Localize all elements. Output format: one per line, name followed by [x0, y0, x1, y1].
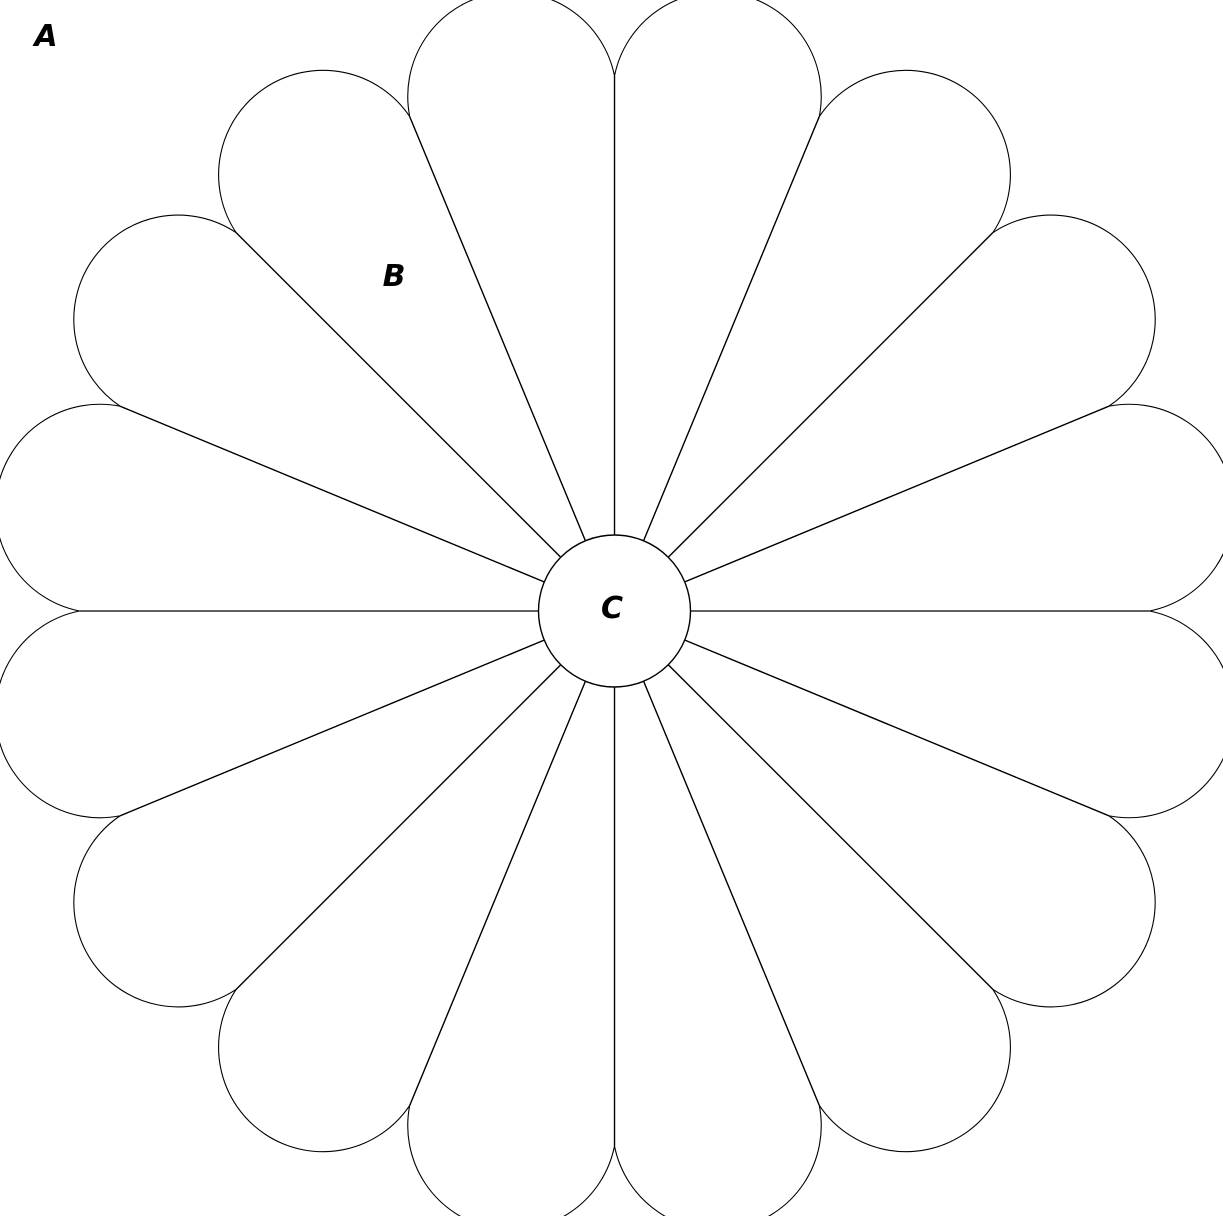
ray-line	[409, 680, 587, 1106]
petal	[613, 0, 822, 612]
petal	[613, 214, 1156, 612]
petal	[0, 610, 616, 819]
center-circle	[537, 534, 692, 688]
petal	[613, 610, 1011, 1153]
ray-line	[119, 639, 545, 817]
label-a: A	[34, 19, 58, 54]
ray-line	[235, 232, 562, 558]
petal	[73, 214, 616, 612]
ray-line	[119, 405, 545, 583]
petal	[613, 610, 1223, 819]
petal	[613, 610, 1156, 1008]
petal	[218, 69, 616, 612]
petal	[0, 403, 616, 612]
ray-line	[642, 680, 820, 1106]
petal	[407, 0, 616, 612]
petal	[613, 69, 1011, 612]
petal	[613, 403, 1223, 612]
ray-line	[684, 405, 1110, 583]
label-b: B	[382, 259, 406, 294]
ray-line	[667, 664, 994, 990]
ray-line	[667, 232, 994, 558]
petal	[73, 610, 616, 1008]
petal	[613, 610, 822, 1216]
petal	[218, 610, 616, 1153]
ray-line	[684, 639, 1110, 817]
ray-group	[79, 76, 1150, 1146]
ray-line	[409, 116, 587, 542]
ray-line	[235, 664, 562, 990]
petal	[407, 610, 616, 1216]
label-c: C	[600, 591, 624, 626]
ray-line	[642, 116, 820, 542]
